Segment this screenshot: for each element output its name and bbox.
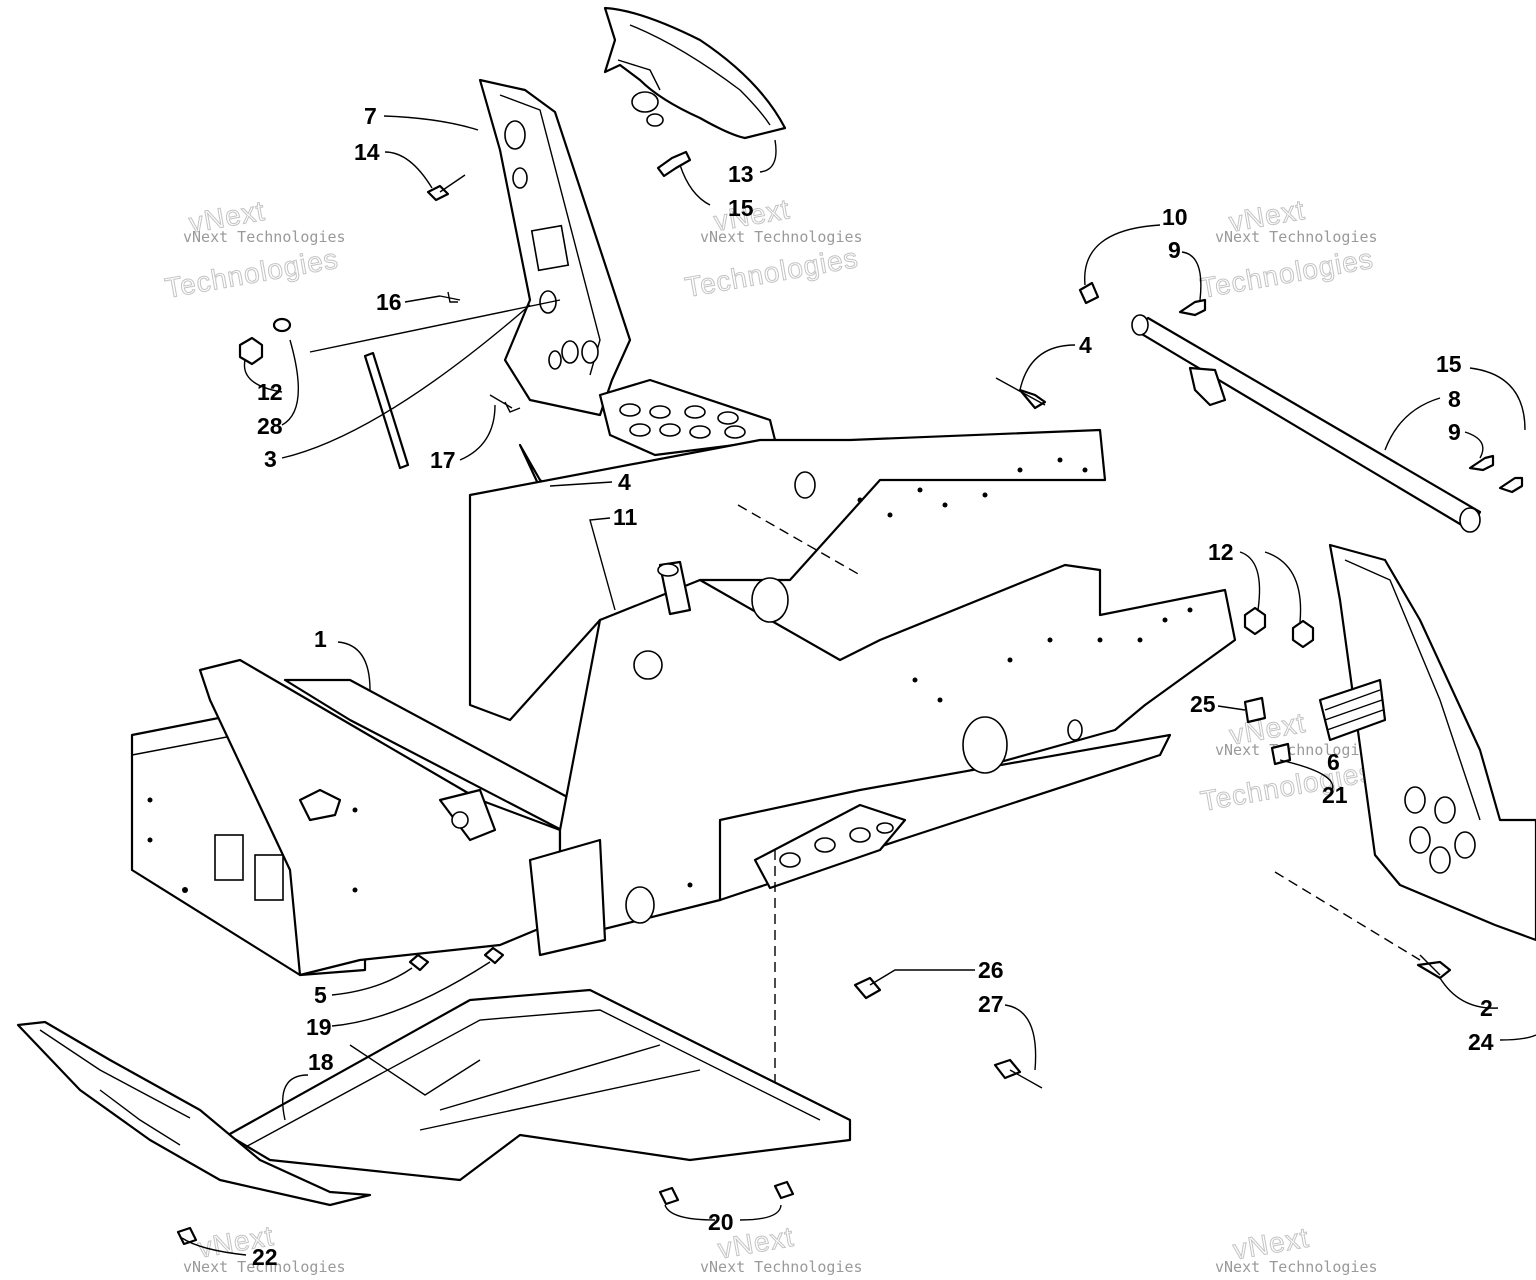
callout-19: 19	[306, 1014, 332, 1040]
part-10-grommet	[1078, 281, 1100, 305]
part-9-bolt-top	[1178, 298, 1207, 317]
callout-24: 24	[1468, 1029, 1494, 1055]
callout-15-right: 15	[1436, 351, 1462, 377]
callout-25: 25	[1190, 691, 1216, 717]
callout-13: 13	[728, 161, 754, 187]
dashed-centerline	[1274, 871, 1421, 961]
callout-12-right: 12	[1208, 539, 1234, 565]
watermark-big-text: Technologies	[1198, 756, 1376, 817]
watermark-small-text: vNext Technologies	[700, 1258, 863, 1276]
callout-labels: 7 14 13 15 16 12 28 3 17 4 11 1 5 19 18 …	[252, 103, 1494, 1270]
callout-7: 7	[364, 103, 377, 129]
part-12-nut-right-a	[1243, 606, 1267, 636]
callout-22: 22	[252, 1244, 278, 1270]
callout-12-left: 12	[257, 379, 283, 405]
part-12-nut-right-b	[1291, 619, 1315, 649]
watermark-big-text: Technologies	[1198, 243, 1376, 304]
watermark-big-text: Technologies	[163, 243, 341, 304]
part-17-rivet	[489, 394, 521, 413]
dashed-centerline	[737, 504, 861, 576]
part-6-right-bulkhead	[1318, 543, 1536, 942]
watermark-small-text: vNext Technologies	[183, 228, 346, 246]
leader-lines	[181, 115, 1536, 1256]
callout-16: 16	[376, 289, 402, 315]
frame-hole-pattern	[147, 457, 1193, 893]
callout-21: 21	[1322, 782, 1348, 808]
part-1-main-frame	[130, 428, 1237, 977]
watermark-small-text: vNext Technologies	[183, 1258, 346, 1276]
part-13-console-cover	[603, 6, 787, 140]
fasteners-right	[995, 377, 1452, 980]
watermark-small-text: vNext Technologies	[1215, 228, 1378, 246]
part-18-belly-pan	[226, 988, 852, 1182]
callout-1: 1	[314, 626, 327, 652]
part-21-clip	[1270, 742, 1292, 766]
part-7-steering-support	[478, 78, 777, 457]
part-20-fastener-left	[658, 1186, 680, 1206]
part-22-front-skid	[16, 1020, 372, 1207]
part-3-shaft	[363, 351, 410, 470]
part-8-steering-post	[1078, 281, 1524, 533]
part-15-bolt-right	[1498, 476, 1524, 494]
callout-11: 11	[613, 504, 638, 530]
part-2-rivet	[1416, 960, 1452, 980]
callout-28: 28	[257, 413, 283, 439]
callout-9-top: 9	[1168, 237, 1181, 263]
part-22-screw	[176, 1226, 198, 1246]
part-25-clip	[1243, 696, 1267, 724]
part-9-bolt-right	[1468, 454, 1495, 472]
callout-5: 5	[314, 982, 327, 1008]
watermark-small-text: vNext Technologies	[700, 228, 863, 246]
watermark-small-text: vNext Technologies	[1215, 741, 1378, 759]
part-27-rivet	[993, 1058, 1022, 1080]
watermark-big-text: Technologies	[683, 242, 861, 303]
part-19-nut	[483, 946, 505, 965]
part-5-nut	[408, 953, 430, 972]
callout-27: 27	[978, 991, 1004, 1017]
callout-2: 2	[1480, 995, 1493, 1021]
part-12-nut-left	[238, 336, 264, 366]
callout-4-center: 4	[618, 469, 631, 495]
callout-14: 14	[354, 139, 380, 165]
callout-8: 8	[1448, 386, 1461, 412]
callout-9-right: 9	[1448, 419, 1461, 445]
part-28-washer	[272, 317, 292, 333]
callout-18: 18	[308, 1049, 334, 1075]
callout-26: 26	[978, 957, 1004, 983]
callout-10: 10	[1162, 204, 1188, 230]
watermark-small-text: vNext Technologies	[1215, 1258, 1378, 1276]
callout-6: 6	[1327, 749, 1340, 775]
callout-20: 20	[708, 1209, 734, 1235]
callout-4-right: 4	[1079, 332, 1092, 358]
part-16-rivet	[439, 291, 461, 303]
callout-15-top: 15	[728, 195, 754, 221]
callout-3: 3	[264, 446, 277, 472]
part-15-bolt-top	[656, 150, 692, 178]
part-20-fastener-right	[773, 1180, 795, 1200]
fasteners-bottom	[176, 946, 1043, 1246]
callout-17: 17	[430, 447, 456, 473]
